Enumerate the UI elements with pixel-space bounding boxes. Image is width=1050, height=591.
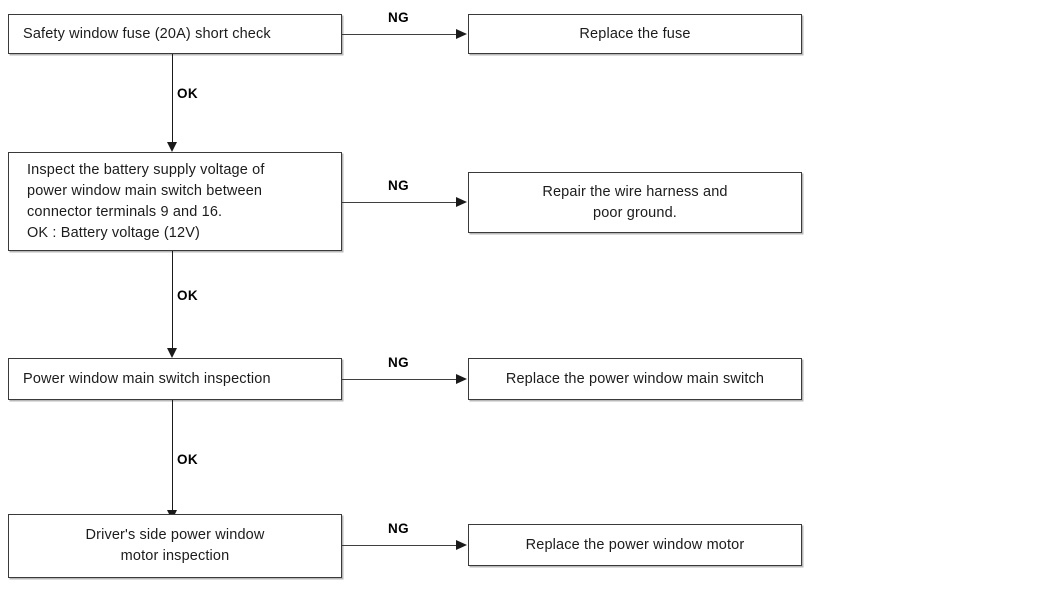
result-node-3-label: Replace the power window main switch xyxy=(505,370,765,387)
result-node-1[interactable]: Replace the fuse xyxy=(468,14,802,54)
edge-label-ng-4: NG xyxy=(388,521,410,536)
connector-ng-3 xyxy=(342,379,456,380)
connector-ng-2 xyxy=(342,202,456,203)
result-node-3[interactable]: Replace the power window main switch xyxy=(468,358,802,400)
edge-label-ok-2: OK xyxy=(177,288,199,303)
connector-ng-4 xyxy=(342,545,456,546)
result-node-4-label: Replace the power window motor xyxy=(525,536,745,553)
arrowhead-ng-4 xyxy=(456,539,467,550)
result-node-4[interactable]: Replace the power window motor xyxy=(468,524,802,566)
edge-label-ok-3: OK xyxy=(177,452,199,467)
step-node-3[interactable]: Power window main switch inspection xyxy=(8,358,342,400)
arrowhead-ng-1 xyxy=(456,28,467,39)
step-node-1-label: Safety window fuse (20A) short check xyxy=(23,25,271,42)
step-node-4-label: Driver's side power window motor inspect… xyxy=(85,527,265,564)
step-node-2-label: Inspect the battery supply voltage of po… xyxy=(27,161,265,241)
connector-ng-1 xyxy=(342,34,456,35)
edge-label-ng-3: NG xyxy=(388,355,410,370)
connector-ok-2 xyxy=(172,251,173,348)
result-node-2[interactable]: Repair the wire harness and poor ground. xyxy=(468,172,802,233)
step-node-2[interactable]: Inspect the battery supply voltage of po… xyxy=(8,152,342,251)
step-node-4[interactable]: Driver's side power window motor inspect… xyxy=(8,514,342,578)
result-node-1-label: Replace the fuse xyxy=(579,25,691,42)
connector-ok-1 xyxy=(172,54,173,142)
result-node-2-label: Repair the wire harness and poor ground. xyxy=(542,183,728,221)
arrowhead-ng-3 xyxy=(456,373,467,384)
edge-label-ng-2: NG xyxy=(388,178,410,193)
step-node-3-label: Power window main switch inspection xyxy=(23,370,271,387)
arrowhead-ok-2 xyxy=(166,348,177,358)
arrowhead-ng-2 xyxy=(456,196,467,207)
edge-label-ng-1: NG xyxy=(388,10,410,25)
arrowhead-ok-1 xyxy=(166,142,177,152)
edge-label-ok-1: OK xyxy=(177,86,199,101)
connector-ok-3 xyxy=(172,400,173,510)
step-node-1[interactable]: Safety window fuse (20A) short check xyxy=(8,14,342,54)
